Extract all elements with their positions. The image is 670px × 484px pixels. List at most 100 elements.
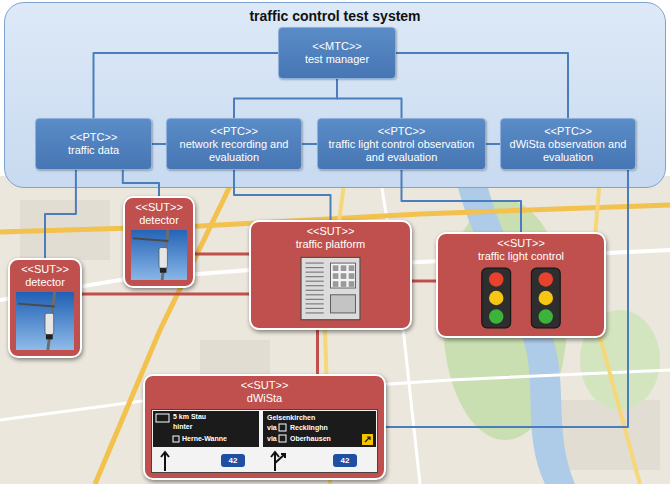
sky-photo xyxy=(16,292,74,350)
illustration xyxy=(444,266,598,330)
motorway-shield xyxy=(333,454,357,467)
junction-icon xyxy=(173,436,179,442)
panel-title: traffic control test system xyxy=(5,8,665,24)
sign-text: via xyxy=(267,423,277,432)
cabinet-vent xyxy=(306,312,324,313)
test-link xyxy=(234,170,331,220)
sign-panel xyxy=(153,411,259,447)
cabinet-door xyxy=(331,295,356,313)
system-link xyxy=(195,253,249,256)
stereotype-label: <<SUT>> xyxy=(307,225,355,238)
red-lamp xyxy=(539,272,553,286)
cabinet-key xyxy=(341,281,347,287)
sign-text: via xyxy=(267,434,277,443)
test-link xyxy=(123,170,159,196)
test-link xyxy=(402,170,522,232)
sut-box: <<SUT>>detector xyxy=(8,258,82,358)
box-label: detector xyxy=(25,276,65,289)
traffic-light-icon xyxy=(444,266,598,330)
system-link xyxy=(82,293,249,296)
cabinet-key xyxy=(341,265,347,271)
cabinet-vent xyxy=(306,272,324,273)
test-link xyxy=(94,53,279,118)
sky-photo xyxy=(131,230,187,280)
traffic-light-housing xyxy=(531,268,560,328)
detector-sensor xyxy=(45,313,54,334)
sign-figure: 5 km StauhinterHerne-WanneGelsenkirchenv… xyxy=(151,409,378,473)
stereotype-label: <<MTC>> xyxy=(312,40,362,53)
cabinet-vent xyxy=(306,281,324,282)
green-lamp xyxy=(489,309,503,323)
cabinet-vent xyxy=(306,303,324,304)
test-component-box: <<PTC>>network recording and evaluation xyxy=(166,118,302,170)
sign-text: Recklinghn xyxy=(290,423,328,432)
sign-text: Gelsenkirchen xyxy=(267,413,315,422)
stereotype-label: <<PTC>> xyxy=(378,125,426,138)
test-system-panel: traffic control test system <<MTC>>test m… xyxy=(4,2,666,188)
stereotype-label: <<PTC>> xyxy=(70,131,118,144)
cabinet-panel xyxy=(331,263,356,288)
sut-box: <<SUT>>dWiSta 5 km StauhinterHerne-WanneG… xyxy=(143,374,386,480)
system-link xyxy=(316,330,319,374)
detector-arm xyxy=(133,238,168,241)
test-link xyxy=(45,170,76,258)
cabinet-vent xyxy=(306,267,324,268)
junction-icon xyxy=(279,424,286,431)
detector-photo xyxy=(16,292,74,350)
cabinet-key xyxy=(349,265,355,271)
test-link xyxy=(337,79,402,118)
cabinet-vent xyxy=(306,308,324,309)
motorway-number: 42 xyxy=(221,456,245,465)
test-link xyxy=(486,143,500,145)
stereotype-label: <<PTC>> xyxy=(210,125,258,138)
stereotype-label: <<PTC>> xyxy=(544,125,592,138)
cabinet-key xyxy=(341,273,347,279)
sign-text: Oberhausen xyxy=(290,434,331,443)
red-lamp xyxy=(489,272,503,286)
cabinet-key xyxy=(349,273,355,279)
test-component-box: <<PTC>>traffic data xyxy=(35,118,152,170)
junction-icon xyxy=(279,435,286,442)
box-label: detector xyxy=(139,214,179,227)
detector-head xyxy=(46,335,53,340)
map-ground xyxy=(0,176,670,484)
cabinet-key xyxy=(349,281,355,287)
test-component-box: <<PTC>>traffic light control observation… xyxy=(317,118,486,170)
illustration xyxy=(16,292,74,350)
stereotype-label: <<SUT>> xyxy=(497,237,545,250)
box-label: dWiSta observation and evaluation xyxy=(506,138,630,164)
lane-arrow xyxy=(271,452,285,471)
box-label: dWiSta xyxy=(247,392,282,405)
urban-block xyxy=(560,400,660,470)
box-label: traffic data xyxy=(68,144,119,157)
stereotype-label: <<SUT>> xyxy=(241,379,289,392)
sign-board xyxy=(152,410,378,473)
motorway-number: 42 xyxy=(333,456,357,465)
motorway-shield xyxy=(221,454,245,467)
box-label: traffic platform xyxy=(296,238,366,251)
yellow-lamp xyxy=(539,291,553,305)
cabinet-vent xyxy=(306,285,324,286)
green-lamp xyxy=(539,309,553,323)
test-link xyxy=(152,143,166,145)
box-label: traffic light control xyxy=(478,250,564,263)
test-manager-box: <<MTC>>test manager xyxy=(278,27,396,79)
cabinet-key xyxy=(333,273,339,279)
detector-arm xyxy=(18,304,55,307)
system-link xyxy=(412,280,436,283)
test-link xyxy=(396,53,568,118)
stereotype-label: <<SUT>> xyxy=(135,201,183,214)
illustration xyxy=(131,230,187,280)
cabinet-vent xyxy=(306,290,324,291)
test-link xyxy=(302,143,317,145)
sut-box: <<SUT>>detector xyxy=(123,196,195,288)
box-label: test manager xyxy=(305,53,369,66)
box-label: traffic light control observation and ev… xyxy=(323,138,480,164)
detector-sensor xyxy=(159,248,167,269)
lane-arrow xyxy=(161,452,169,471)
exit-arrow-box xyxy=(362,434,373,445)
stereotype-label: <<SUT>> xyxy=(21,263,69,276)
box-label: network recording and evaluation xyxy=(172,138,296,164)
exit-arrow xyxy=(365,437,370,442)
